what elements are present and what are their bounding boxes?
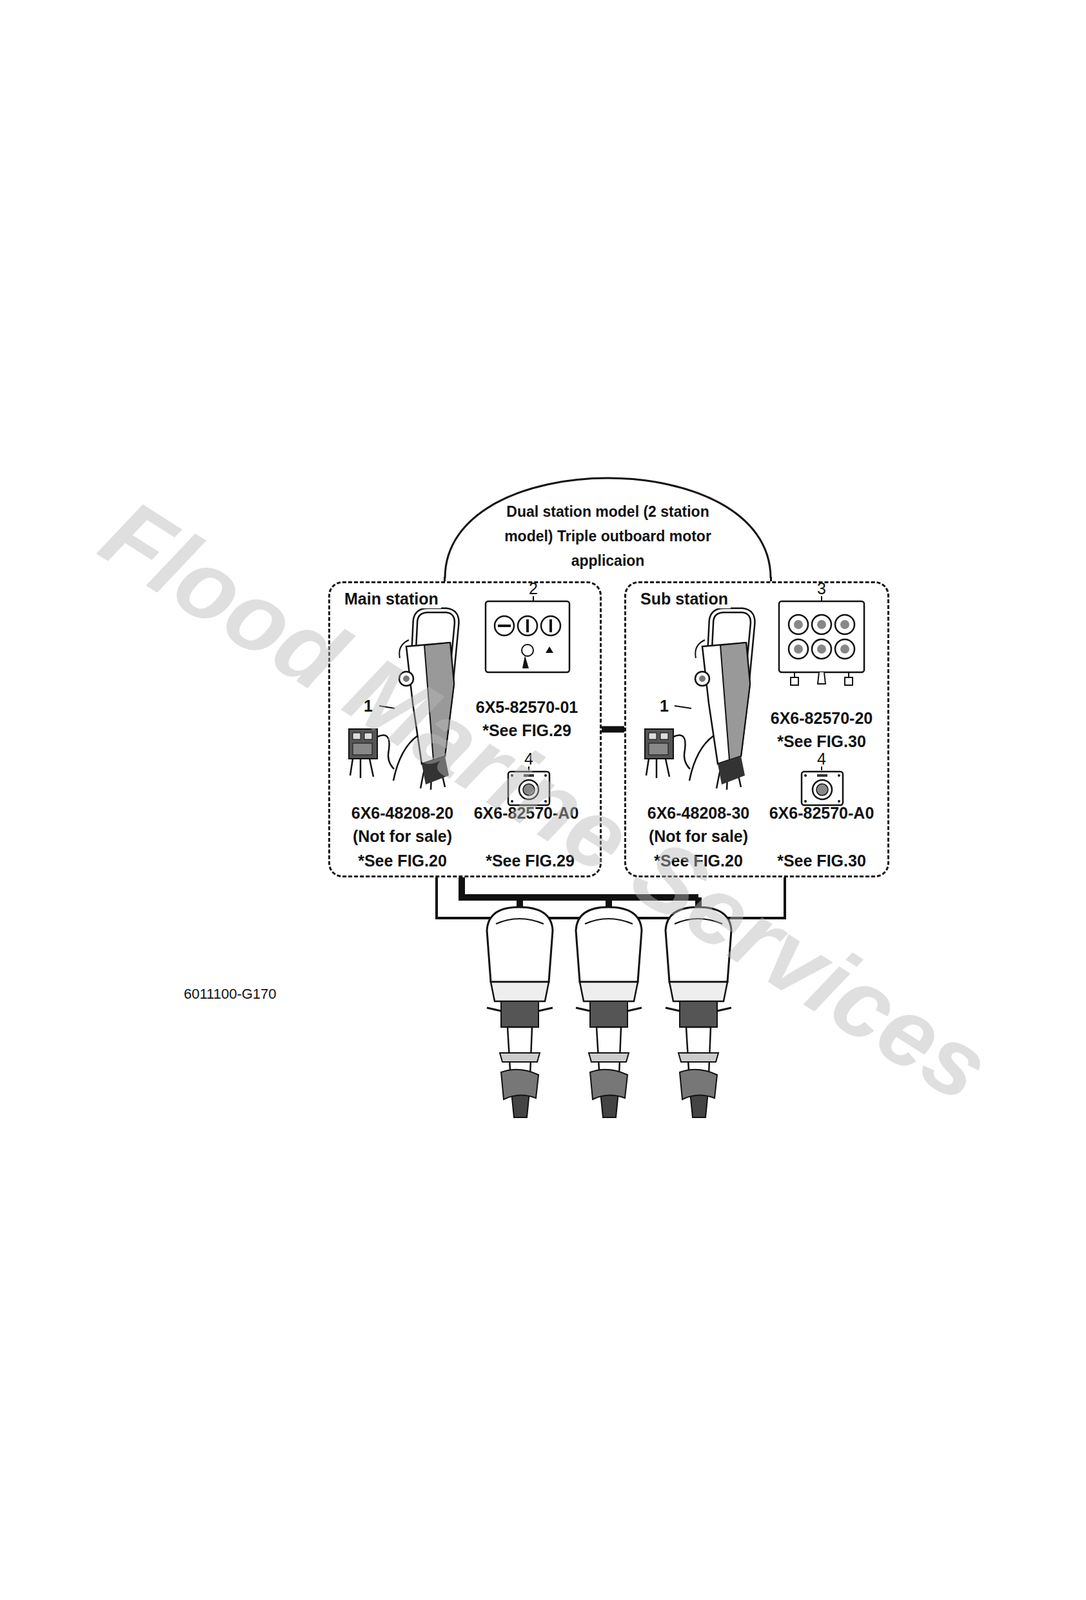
- figure-reference: *See FIG.30: [777, 733, 867, 750]
- part-number: 6X6-82570-A0: [769, 804, 875, 821]
- figure-reference: *See FIG.30: [777, 852, 867, 869]
- callout-number: 3: [817, 580, 827, 597]
- note: (Not for sale): [352, 828, 453, 845]
- part-number: 6X6-48208-30: [647, 804, 750, 821]
- station-title: Main station: [341, 589, 442, 609]
- callout-number: 4: [817, 750, 827, 767]
- callout-number: 4: [524, 750, 534, 767]
- part-number: 6X5-82570-01: [475, 699, 578, 716]
- station-title: Sub station: [637, 589, 731, 609]
- figure-reference: *See FIG.29: [482, 722, 572, 739]
- part-number: 6X6-82570-20: [770, 710, 873, 727]
- note: (Not for sale): [648, 828, 749, 845]
- callout-number: 1: [363, 697, 373, 714]
- figure-reference: *See FIG.29: [485, 852, 575, 869]
- part-number: 6X6-82570-A0: [473, 804, 580, 821]
- heading-arch: Dual station model (2 station model) Tri…: [443, 470, 772, 578]
- figure-reference: *See FIG.20: [653, 852, 743, 869]
- connector: [601, 726, 625, 733]
- drawing-code: 6011100-G170: [183, 986, 277, 1001]
- heading-text: Dual station model (2 station model) Tri…: [488, 499, 727, 573]
- watermark: Flood Marine Services: [82, 477, 1009, 1123]
- callout-number: 2: [528, 580, 538, 597]
- part-number: 6X6-48208-20: [351, 804, 454, 821]
- figure-reference: *See FIG.20: [357, 852, 447, 869]
- callout-number: 1: [659, 697, 669, 714]
